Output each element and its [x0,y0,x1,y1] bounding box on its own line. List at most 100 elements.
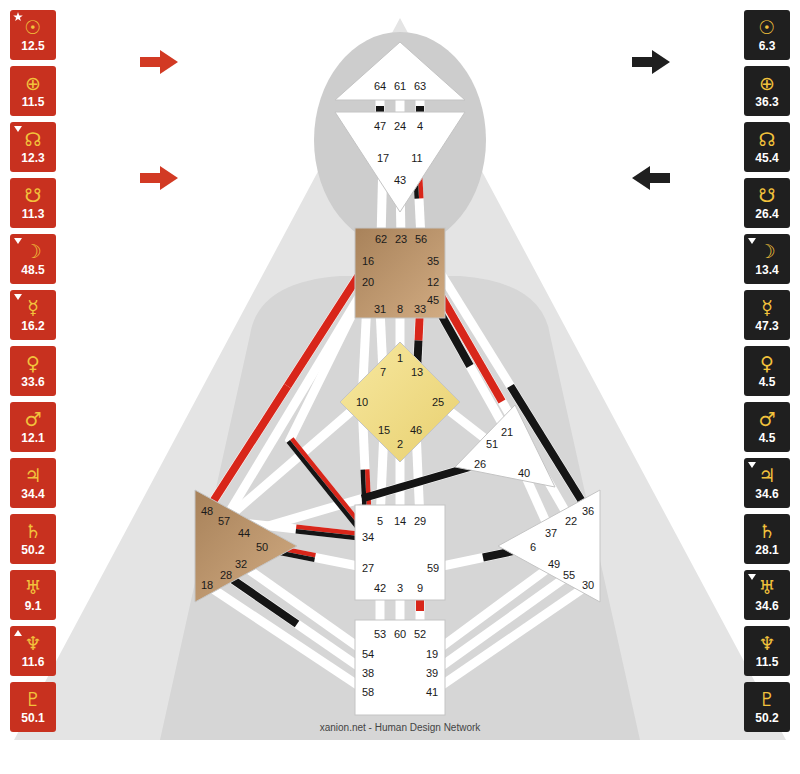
gate-line-number: 45.4 [755,152,778,164]
gate-number: 35 [427,256,439,267]
personality-arrow [632,50,670,74]
gate-number: 8 [397,304,403,315]
energy-center: 514293427594239 [355,505,445,600]
gate-line-number: 36.3 [755,96,778,108]
personality-planet-box: ☽13.4 [744,234,790,284]
gate-line-number: 11.5 [756,656,779,668]
planet-symbol: ♆ [24,634,41,653]
center-shape [335,42,465,100]
gate-number: 1 [397,353,403,364]
design-planet-box: ♆ 11.6 [10,626,56,676]
down-marker [14,238,22,244]
gate-line-number: 4.5 [759,376,776,388]
channel [207,261,368,511]
design-planet-box: ♃34.4 [10,458,56,508]
gate-number: 14 [394,516,406,527]
planet-symbol: ♄ [24,522,41,541]
gate-number: 28 [220,570,232,581]
gate-line-number: 11.6 [22,656,45,668]
gate-number: 36 [582,506,594,517]
planet-symbol: ♅ [758,578,775,597]
gate-number: 30 [582,580,594,591]
gate-line-number: 50.2 [21,544,44,556]
gate-number: 25 [432,397,444,408]
planet-symbol: ♀ [760,354,774,373]
planet-symbol: ☉ [24,18,41,37]
gate-number: 22 [565,516,577,527]
gate-number: 38 [362,668,374,679]
planet-symbol: ♂ [758,410,775,429]
gate-number: 52 [414,629,426,640]
design-planet-box: ♄ 50.2 [10,514,56,564]
gate-line-number: 12.1 [21,432,44,444]
gate-number: 47 [374,121,386,132]
gate-line-number: 9.1 [25,600,42,612]
gate-number: 43 [394,175,406,186]
personality-planet-box: ☿47.3 [744,290,790,340]
center-shape [355,620,445,715]
center-shape [455,405,555,487]
gate-line-number: 34.6 [755,600,778,612]
personality-arrow [632,166,670,190]
gate-number: 64 [374,81,386,92]
center-shape [498,490,600,602]
personality-planet-box: ☋26.4 [744,178,790,228]
channel [226,575,368,673]
gate-number: 19 [426,649,438,660]
gate-number: 32 [235,559,247,570]
design-planet-box: ⊕11.5 [10,66,56,116]
planet-symbol: ♅ [24,578,41,597]
footer-credit: xanion.net - Human Design Network [320,722,481,733]
gate-number: 16 [362,256,374,267]
gate-number: 60 [394,629,406,640]
design-planet-box: ☋11.3 [10,178,56,228]
personality-planet-box: ♆11.5 [744,626,790,676]
personality-planet-box: ⊕ 36.3 [744,66,790,116]
down-marker [748,462,756,468]
design-planet-box: ♇50.1 [10,682,56,732]
personality-planet-box: ♇50.2 [744,682,790,732]
gate-number: 39 [426,668,438,679]
gate-number: 48 [201,506,213,517]
gate-number: 7 [380,367,386,378]
head-silhouette [314,32,486,248]
gate-number: 51 [486,439,498,450]
planet-symbol: ☊ [25,130,42,149]
gate-number: 56 [415,234,427,245]
gate-line-number: 50.2 [755,712,778,724]
down-marker [14,294,22,300]
gate-activation [362,464,480,499]
body-silhouette [160,276,640,740]
design-arrow [140,166,178,190]
gate-line-number: 12.5 [21,40,44,52]
gate-line-number: 6.3 [759,40,776,52]
gate-number: 58 [362,687,374,698]
gate-number: 23 [395,234,407,245]
planet-symbol: ♀ [26,354,40,373]
down-marker [748,574,756,580]
gate-line-number: 50.1 [21,712,44,724]
channel [432,575,569,673]
planet-symbol: ☉ [758,18,775,37]
gate-activation [207,386,288,511]
up-marker [14,630,22,636]
gate-number: 53 [374,629,386,640]
gate-number: 54 [362,649,374,660]
gate-number: 29 [414,516,426,527]
gate-line-number: 11.5 [22,96,45,108]
down-marker [14,126,22,132]
design-arrow [140,50,178,74]
gate-activation [226,575,297,624]
gate-number: 57 [218,516,230,527]
planet-symbol: ⊕ [759,74,775,93]
planet-symbol: ♂ [24,410,41,429]
energy-center: 646163 [335,42,465,100]
gate-number: 55 [563,570,575,581]
design-planet-box: ☊12.3 [10,122,56,172]
planet-symbol: ☽ [758,242,775,261]
gate-line-number: 28.1 [755,544,778,556]
gate-number: 41 [426,687,438,698]
energy-center: 1713102515462 [340,342,460,462]
personality-planet-box: ♀ 4.5 [744,346,790,396]
